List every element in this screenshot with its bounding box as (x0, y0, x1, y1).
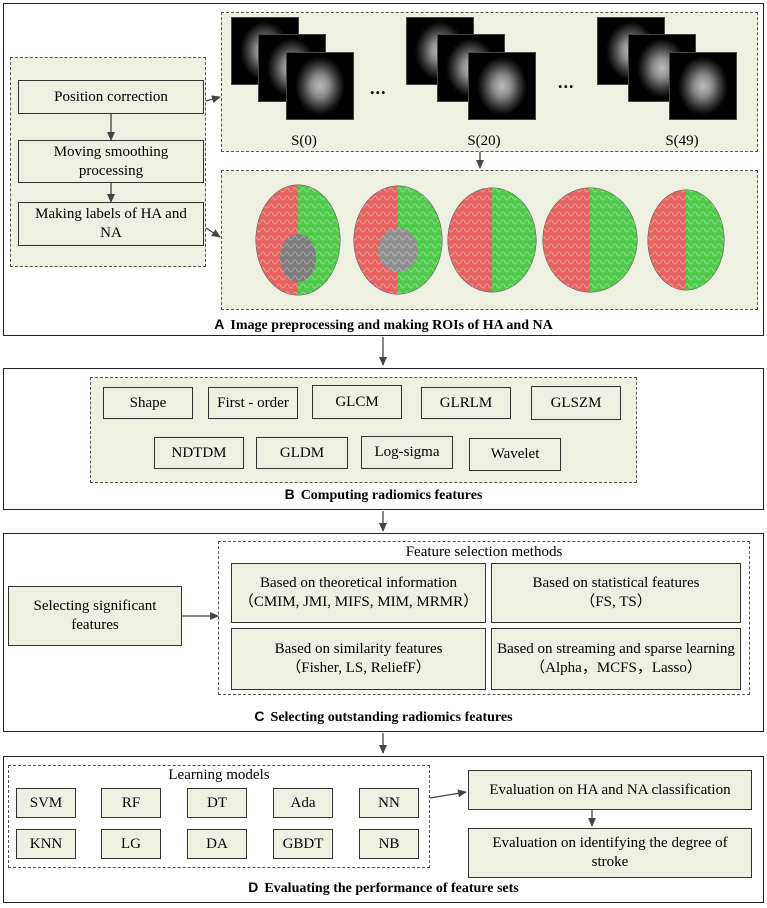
feature-wavelet: Wavelet (469, 438, 561, 471)
evaluation-stroke-degree: Evaluation on identifying the degree of … (468, 828, 752, 878)
feature-glszm: GLSZM (531, 386, 621, 420)
panel-b-caption: B Computing radiomics features (0, 486, 767, 504)
model-nb: NB (359, 829, 419, 859)
roi-brain-images (255, 184, 725, 296)
mri-slice-image (669, 52, 737, 120)
ellipsis: ... (370, 78, 387, 98)
ellipsis: ... (558, 72, 575, 92)
feature-shape: Shape (103, 387, 193, 419)
panel-a-caption: A Image preprocessing and making ROIs of … (0, 316, 767, 334)
model-gbdt: GBDT (273, 829, 333, 859)
panel-letter: B (284, 486, 295, 502)
model-svm: SVM (16, 788, 76, 818)
model-dt: DT (187, 788, 247, 818)
method-list: （CMIM, JMI, MIFS, MIM, MRMR） (238, 594, 479, 610)
method-similarity-features: Based on similarity features （Fisher, LS… (231, 628, 486, 690)
method-list: （Fisher, LS, ReliefF） (286, 660, 431, 676)
method-title: Based on statistical features (532, 575, 700, 592)
caption-text: Computing radiomics features (300, 488, 483, 503)
slice-label: S(20) (467, 133, 501, 149)
method-list: （Alpha，MCFS，Lasso） (530, 660, 702, 676)
feature-first-order: First - order (208, 387, 298, 419)
slice-label: S(0) (291, 133, 317, 149)
roi-brain-2 (353, 185, 443, 295)
panel-letter: D (248, 879, 259, 895)
caption-text: Image preprocessing and making ROIs of H… (230, 318, 553, 333)
feature-ndtdm: NDTDM (154, 437, 244, 469)
feature-gldm: GLDM (256, 437, 348, 469)
panel-d-caption: D Evaluating the performance of feature s… (0, 879, 767, 897)
model-rf: RF (101, 788, 161, 818)
methods-title: Feature selection methods (405, 544, 563, 560)
model-ada: Ada (273, 788, 333, 818)
model-lg: LG (101, 829, 161, 859)
method-title: Based on theoretical information (259, 575, 458, 592)
feature-glcm: GLCM (312, 385, 402, 419)
model-da: DA (187, 829, 247, 859)
step-position-correction: Position correction (18, 80, 204, 114)
roi-brain-1 (255, 184, 341, 296)
mri-slice-image (286, 52, 354, 120)
panel-letter: A (214, 316, 225, 332)
models-title: Learning models (168, 767, 270, 783)
feature-log-sigma: Log-sigma (361, 436, 453, 469)
method-title: Based on streaming and sparse learning (497, 641, 735, 658)
model-nn: NN (359, 788, 419, 818)
mri-slice-image (468, 52, 536, 120)
method-streaming-sparse-learning: Based on streaming and sparse learning （… (491, 628, 741, 690)
model-knn: KNN (16, 829, 76, 859)
step-moving-smoothing: Moving smoothing processing (18, 140, 204, 183)
roi-brain-4 (542, 187, 638, 293)
feature-glrlm: GLRLM (421, 387, 511, 419)
caption-text: Selecting outstanding radiomics features (270, 710, 513, 725)
roi-brain-5 (647, 189, 725, 291)
evaluation-ha-na-classification: Evaluation on HA and NA classification (468, 770, 752, 810)
caption-text: Evaluating the performance of feature se… (264, 881, 519, 896)
method-title: Based on similarity features (274, 641, 443, 658)
selecting-significant-features: Selecting significant features (8, 586, 182, 646)
roi-brain-3 (447, 187, 537, 293)
slice-label: S(49) (665, 133, 699, 149)
method-statistical-features: Based on statistical features （FS, TS） (491, 563, 741, 623)
panel-letter: C (254, 708, 265, 724)
method-theoretical-information: Based on theoretical information （CMIM, … (231, 563, 486, 623)
step-making-labels: Making labels of HA and NA (18, 202, 204, 246)
method-list: （FS, TS） (580, 594, 652, 610)
panel-c-caption: C Selecting outstanding radiomics feature… (0, 708, 767, 726)
